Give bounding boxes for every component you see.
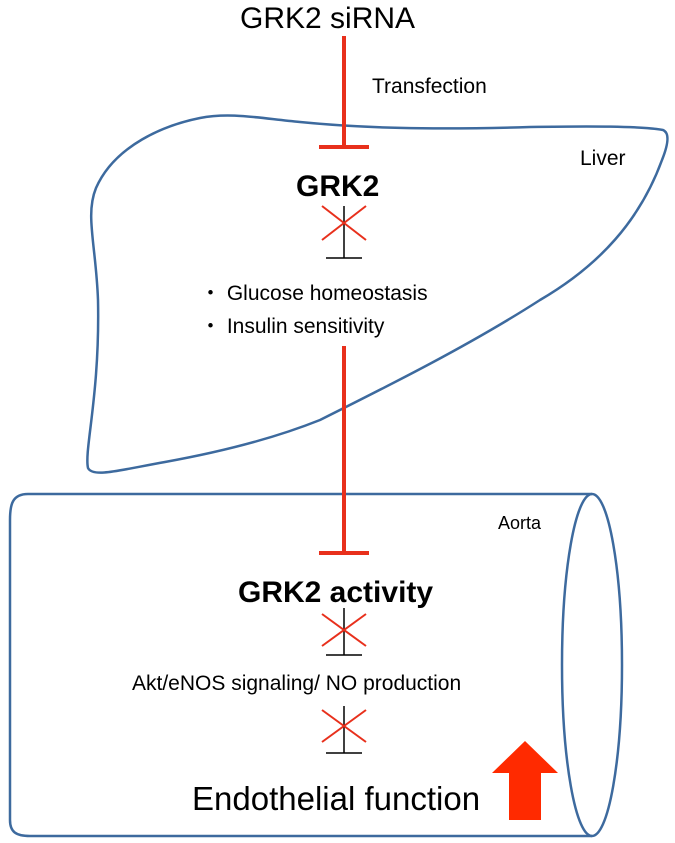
- aorta-outline: [8, 492, 592, 838]
- grk2-blocked-inhibition: [321, 205, 367, 259]
- grk2-activity-blocked-inhibition: [321, 608, 367, 656]
- sirna-inhibition-arrow: [319, 36, 369, 149]
- sirna-label: GRK2 siRNA: [240, 2, 416, 35]
- liver-label: Liver: [580, 147, 626, 170]
- up-arrow-icon: [492, 741, 558, 820]
- grk2-label: GRK2: [296, 170, 380, 203]
- endothelial-function-label: Endothelial function: [192, 780, 481, 817]
- akt-enos-label: Akt/eNOS signaling/ NO production: [132, 672, 462, 695]
- grk2-activity-label: GRK2 activity: [238, 576, 434, 609]
- akt-blocked-inhibition: [321, 706, 367, 754]
- liver-outline: [86, 114, 669, 474]
- aorta-opening: [560, 492, 624, 838]
- insulin-sensitivity-label: ・ Insulin sensitivity: [200, 315, 385, 338]
- glucose-homeostasis-label: ・ Glucose homeostasis: [200, 282, 428, 305]
- liver-inhibition-arrow: [319, 346, 369, 555]
- aorta-label: Aorta: [498, 513, 542, 533]
- transfection-label: Transfection: [372, 75, 487, 98]
